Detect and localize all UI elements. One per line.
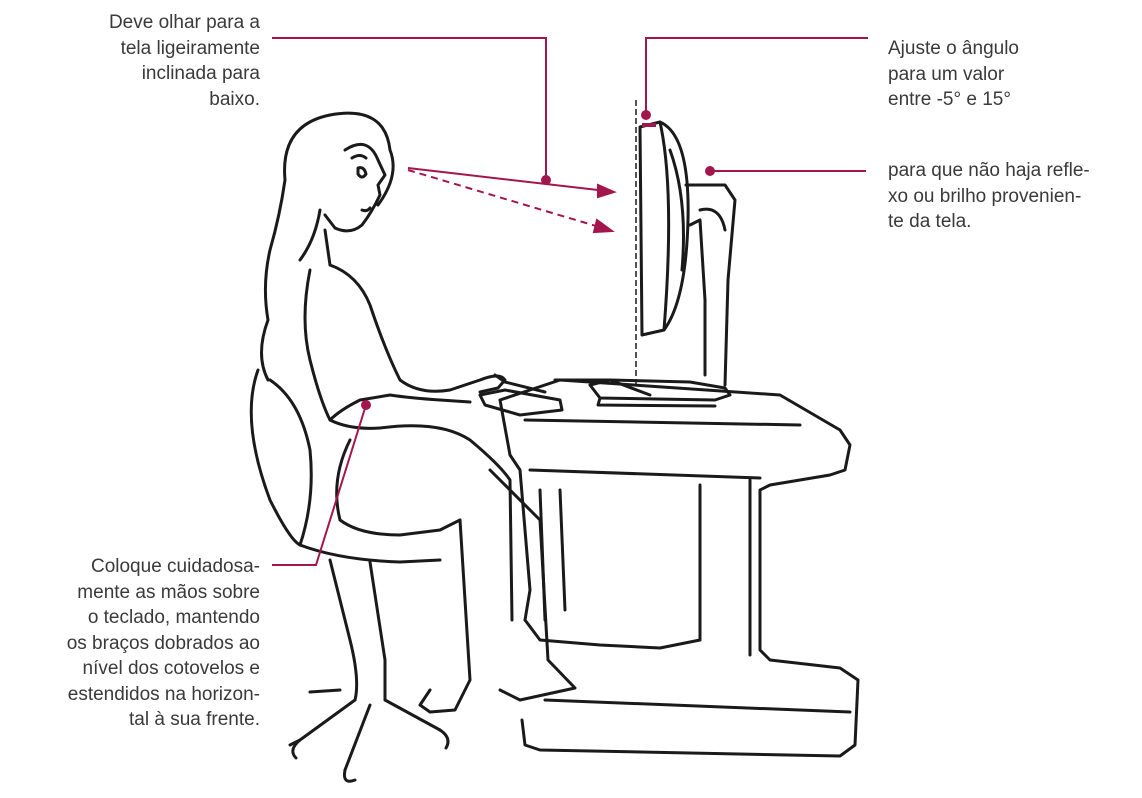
chair <box>249 368 450 783</box>
leader-lines <box>272 37 868 566</box>
callout-look-down: Deve olhar para a tela ligeiramente incl… <box>108 12 260 110</box>
person <box>260 111 577 714</box>
callout-glare: para que não haja refle- xo ou brilho pr… <box>888 160 1090 232</box>
keyboard <box>478 373 564 417</box>
callout-angle: Ajuste o ângulo para um valor entre -5° … <box>888 38 1019 110</box>
desk <box>498 378 860 758</box>
eye-line-arrows <box>407 167 617 234</box>
callout-hands: Coloque cuidadosa- mente as mãos sobre o… <box>66 556 260 730</box>
monitor <box>588 120 737 408</box>
leader-dots <box>361 110 715 410</box>
